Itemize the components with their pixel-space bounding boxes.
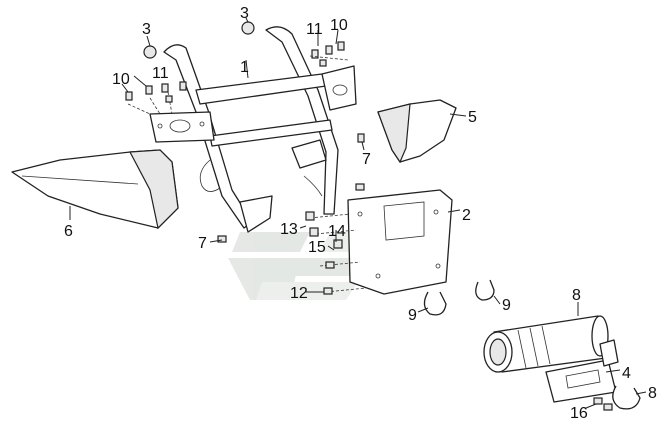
callout-16: 16 bbox=[570, 405, 588, 422]
leader-lines bbox=[69, 17, 647, 409]
fasteners-right bbox=[309, 41, 349, 67]
part-3-grommets bbox=[143, 21, 255, 59]
part-5-right-cover bbox=[377, 99, 457, 164]
fasteners-left bbox=[125, 81, 187, 115]
callout-7-lower: 7 bbox=[198, 235, 207, 252]
part-2-winch-plate bbox=[347, 189, 453, 295]
callout-8-hook: 8 bbox=[648, 385, 657, 402]
callout-12: 12 bbox=[290, 285, 308, 302]
callout-4: 4 bbox=[622, 365, 631, 382]
part-8-winch bbox=[483, 315, 609, 373]
part-9-clips bbox=[423, 279, 495, 316]
callout-labels: 1 2 3 3 4 5 6 7 7 8 8 9 9 10 10 11 11 12… bbox=[64, 5, 657, 422]
callout-2: 2 bbox=[462, 207, 471, 224]
callout-15: 15 bbox=[308, 239, 326, 256]
part-16-bolts bbox=[593, 397, 613, 411]
callout-10-right: 10 bbox=[330, 17, 348, 34]
callout-6: 6 bbox=[64, 223, 73, 240]
callout-9-left: 9 bbox=[408, 307, 417, 324]
callout-8-winch: 8 bbox=[572, 287, 581, 304]
part-8-hook bbox=[612, 385, 641, 410]
part-1-bumper-frame bbox=[149, 26, 357, 233]
fastener-stack bbox=[217, 133, 367, 295]
callout-1: 1 bbox=[240, 59, 249, 76]
part-6-left-cover bbox=[11, 149, 179, 230]
callout-5: 5 bbox=[468, 109, 477, 126]
callout-13: 13 bbox=[280, 221, 298, 238]
callout-3-right: 3 bbox=[240, 5, 249, 22]
callout-11-left: 11 bbox=[152, 65, 169, 82]
callout-10-left: 10 bbox=[112, 71, 130, 88]
callout-7-upper: 7 bbox=[362, 151, 371, 168]
callout-3-left: 3 bbox=[142, 21, 151, 38]
callout-9-right: 9 bbox=[502, 297, 511, 314]
callout-14: 14 bbox=[328, 223, 346, 240]
callout-11-right: 11 bbox=[306, 21, 323, 38]
